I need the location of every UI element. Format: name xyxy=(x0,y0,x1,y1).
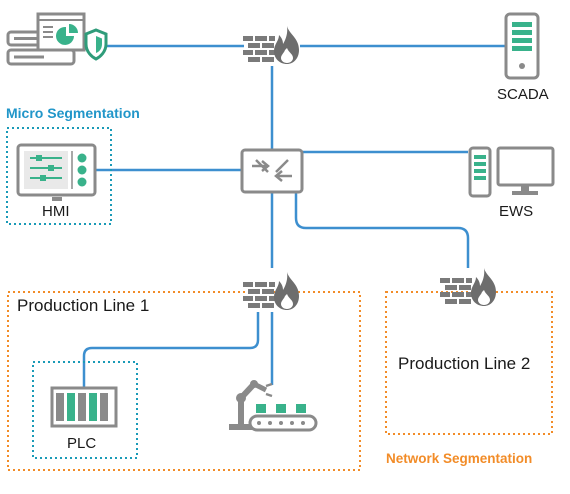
server-shield-icon xyxy=(6,12,108,66)
plc-micro-zone xyxy=(32,361,138,459)
hmi-micro-zone xyxy=(6,127,112,225)
scada-label: SCADA xyxy=(497,86,549,103)
firewall-icon xyxy=(440,268,496,306)
firewall-icon xyxy=(243,272,299,310)
firewall-icon xyxy=(243,26,299,64)
micro-segmentation-label: Micro Segmentation xyxy=(6,105,140,121)
plc-icon xyxy=(50,386,118,428)
production-line-1-label: Production Line 1 xyxy=(17,296,150,315)
link-firewall-plc xyxy=(82,312,260,390)
hmi-label: HMI xyxy=(42,203,70,220)
network-segmentation-label: Network Segmentation xyxy=(386,451,533,466)
ews-label: EWS xyxy=(499,203,534,220)
connection-lines xyxy=(82,44,505,390)
network-switch-icon xyxy=(240,148,304,194)
workstation-icon xyxy=(468,146,555,198)
hmi-panel-icon xyxy=(16,143,97,201)
server-tower-icon xyxy=(504,12,540,80)
robot-arm-conveyor-icon xyxy=(229,380,318,432)
production-line-2-zone xyxy=(385,291,553,435)
production-line-1-zone xyxy=(7,291,361,471)
production-line-2-label: Production Line 2 xyxy=(398,354,531,373)
link-switch-line2 xyxy=(294,192,470,268)
plc-label: PLC xyxy=(67,435,97,452)
